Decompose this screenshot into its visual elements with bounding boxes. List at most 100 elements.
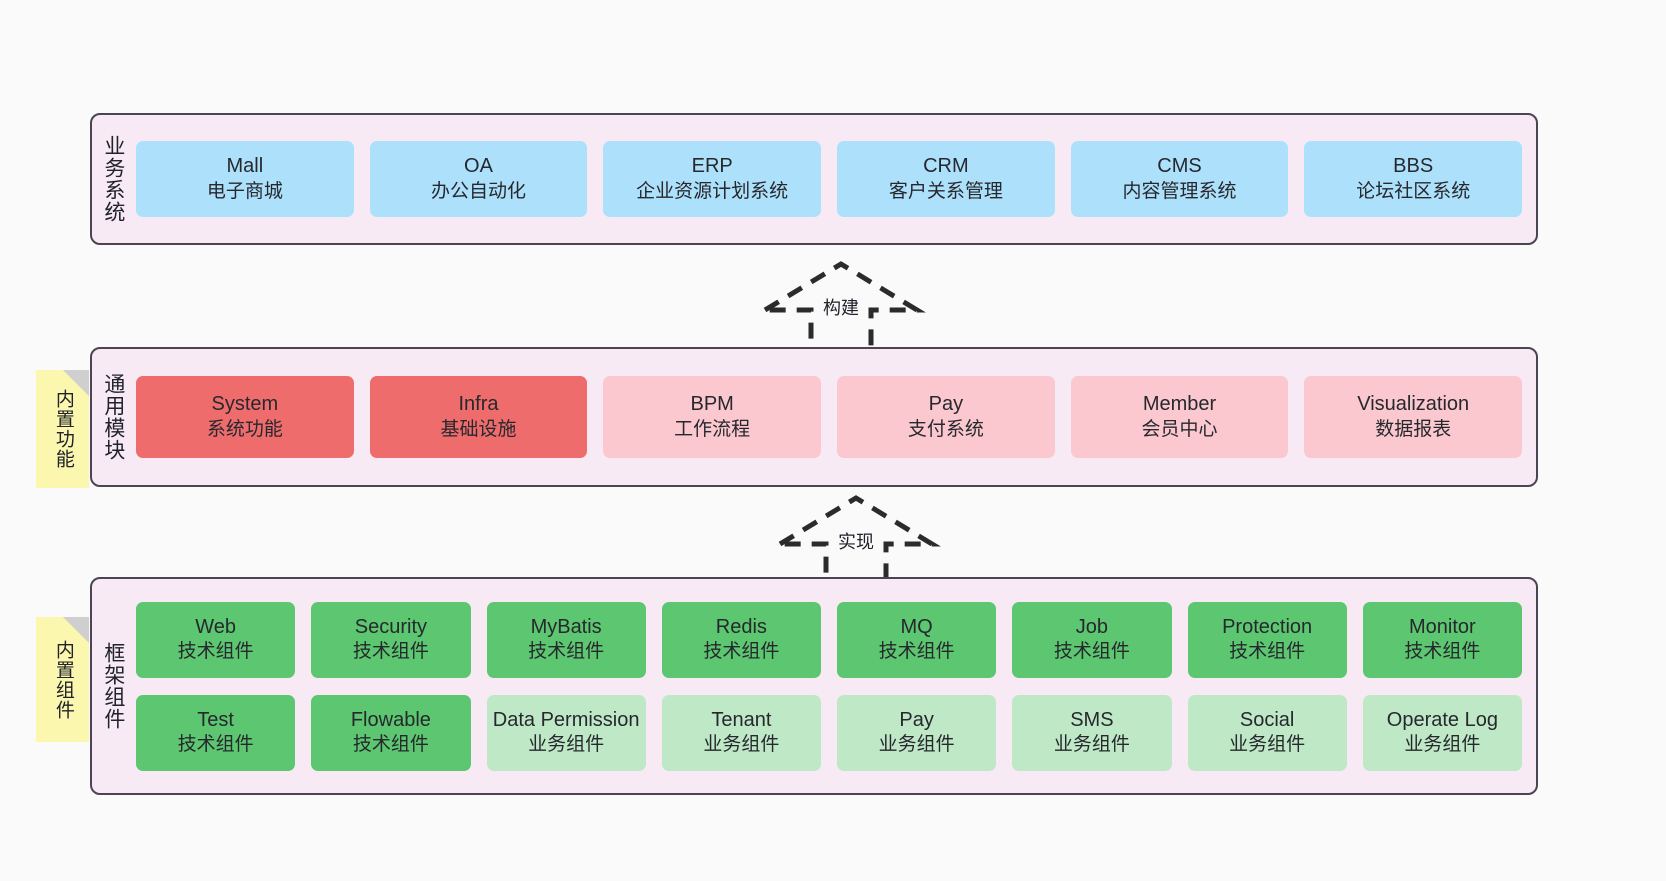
module-box-bpm[interactable]: BPM 工作流程 — [603, 376, 822, 458]
module-box-member[interactable]: Member 会员中心 — [1070, 376, 1289, 458]
module-subtitle: 基础设施 — [440, 418, 517, 440]
module-subtitle: 技术组件 — [878, 641, 955, 663]
module-title: MQ — [900, 615, 933, 638]
module-subtitle: 技术组件 — [1229, 641, 1306, 663]
module-title: Monitor — [1409, 615, 1476, 638]
module-title: ERP — [691, 155, 733, 178]
note-text: 内置功能 — [52, 389, 74, 469]
module-box-sms[interactable]: SMS 业务组件 — [1012, 694, 1172, 771]
module-box-visualization[interactable]: Visualization 数据报表 — [1304, 376, 1523, 458]
module-box-pay[interactable]: Pay 支付系统 — [837, 376, 1055, 458]
module-subtitle: 内容管理系统 — [1122, 180, 1237, 202]
module-box-data-permission[interactable]: Data Permission 业务组件 — [486, 694, 646, 771]
box-row: Mall 电子商城 OA 办公自动化 ERP 企业资源计划系统 CRM 客户关系… — [136, 141, 1523, 217]
module-title: Social — [1239, 708, 1295, 731]
module-title: Member — [1142, 393, 1217, 416]
module-box-erp[interactable]: ERP 企业资源计划系统 — [603, 141, 822, 217]
box-row: Test 技术组件 Flowable 技术组件 Data Permission … — [136, 694, 1522, 771]
note-fold-corner-icon — [63, 370, 89, 396]
module-box-monitor[interactable]: Monitor 技术组件 — [1362, 601, 1522, 678]
module-title: CMS — [1157, 155, 1202, 178]
note-builtin-components: 内置组件 — [36, 617, 89, 742]
arrow-label-build: 构建 — [823, 298, 859, 318]
module-box-web[interactable]: Web 技术组件 — [136, 601, 296, 678]
module-subtitle: 技术组件 — [1053, 641, 1130, 663]
module-subtitle: 支付系统 — [907, 418, 984, 440]
module-title: SMS — [1070, 708, 1114, 731]
module-title: Mall — [226, 155, 264, 178]
module-box-mall[interactable]: Mall 电子商城 — [136, 141, 354, 217]
module-subtitle: 电子商城 — [206, 180, 283, 202]
module-box-tenant[interactable]: Tenant 业务组件 — [661, 694, 821, 771]
note-fold-corner-icon — [63, 617, 89, 643]
layer-body-frame: Web 技术组件 Security 技术组件 MyBatis 技术组件 Redi… — [134, 579, 1536, 793]
module-subtitle: 业务组件 — [1053, 734, 1130, 756]
arrow-implement: 实现 — [771, 492, 941, 596]
module-box-bbs[interactable]: BBS 论坛社区系统 — [1304, 141, 1523, 217]
module-box-infra[interactable]: Infra 基础设施 — [369, 376, 588, 458]
layer-business-systems: 业务系统 Mall 电子商城 OA 办公自动化 ERP 企业资源计划系统 CRM… — [90, 113, 1538, 245]
module-title: Tenant — [711, 708, 772, 731]
module-title: Visualization — [1357, 393, 1470, 416]
module-box-operate-log[interactable]: Operate Log 业务组件 — [1362, 694, 1522, 771]
module-subtitle: 业务组件 — [1229, 734, 1306, 756]
module-box-oa[interactable]: OA 办公自动化 — [369, 141, 588, 217]
layer-body-business: Mall 电子商城 OA 办公自动化 ERP 企业资源计划系统 CRM 客户关系… — [134, 115, 1536, 243]
layer-title-frame: 框架组件 — [101, 642, 125, 730]
dashed-arrow-up-icon — [756, 261, 926, 361]
module-subtitle: 技术组件 — [1404, 641, 1481, 663]
arrow-build: 构建 — [756, 258, 926, 362]
module-subtitle: 客户关系管理 — [888, 180, 1003, 202]
module-title: Infra — [458, 393, 499, 416]
module-box-crm[interactable]: CRM 客户关系管理 — [837, 141, 1055, 217]
module-title: CRM — [923, 155, 969, 178]
module-box-mybatis[interactable]: MyBatis 技术组件 — [486, 601, 646, 678]
module-subtitle: 会员中心 — [1141, 418, 1218, 440]
module-subtitle: 技术组件 — [528, 641, 605, 663]
module-subtitle: 技术组件 — [177, 734, 254, 756]
module-box-job[interactable]: Job 技术组件 — [1012, 601, 1172, 678]
module-box-social[interactable]: Social 业务组件 — [1187, 694, 1347, 771]
module-box-security[interactable]: Security 技术组件 — [311, 601, 471, 678]
module-title: Redis — [715, 615, 767, 638]
module-subtitle: 技术组件 — [352, 641, 429, 663]
module-subtitle: 工作流程 — [674, 418, 751, 440]
module-title: Pay — [899, 708, 934, 731]
module-title: Operate Log — [1386, 708, 1498, 731]
module-subtitle: 技术组件 — [703, 641, 780, 663]
module-title: Flowable — [350, 708, 431, 731]
module-box-test[interactable]: Test 技术组件 — [136, 694, 296, 771]
module-subtitle: 业务组件 — [1404, 734, 1481, 756]
module-title: Security — [354, 615, 427, 638]
layer-title-business: 业务系统 — [101, 135, 125, 223]
box-row: Web 技术组件 Security 技术组件 MyBatis 技术组件 Redi… — [136, 601, 1522, 678]
module-subtitle: 企业资源计划系统 — [636, 180, 789, 202]
arrow-label-implement: 实现 — [838, 532, 874, 552]
module-box-flowable[interactable]: Flowable 技术组件 — [311, 694, 471, 771]
module-title: BPM — [690, 393, 734, 416]
module-title: BBS — [1393, 155, 1434, 178]
layer-body-common: System 系统功能 Infra 基础设施 BPM 工作流程 Pay 支付系统… — [134, 349, 1536, 485]
module-box-cms[interactable]: CMS 内容管理系统 — [1070, 141, 1289, 217]
layer-title-common: 通用模块 — [101, 373, 125, 461]
module-title: Pay — [928, 393, 964, 416]
module-title: Protection — [1222, 615, 1313, 638]
dashed-arrow-up-icon — [771, 495, 941, 595]
module-subtitle: 技术组件 — [177, 641, 254, 663]
note-builtin-features: 内置功能 — [36, 370, 89, 488]
layer-common-modules: 通用模块 System 系统功能 Infra 基础设施 BPM 工作流程 Pay… — [90, 347, 1538, 487]
module-subtitle: 技术组件 — [352, 734, 429, 756]
module-subtitle: 业务组件 — [528, 734, 605, 756]
module-box-system[interactable]: System 系统功能 — [136, 376, 354, 458]
module-box-mq[interactable]: MQ 技术组件 — [837, 601, 997, 678]
module-subtitle: 数据报表 — [1375, 418, 1452, 440]
module-subtitle: 业务组件 — [703, 734, 780, 756]
module-title: Web — [195, 615, 236, 638]
module-subtitle: 办公自动化 — [431, 180, 527, 202]
module-box-pay-business[interactable]: Pay 业务组件 — [837, 694, 997, 771]
module-box-redis[interactable]: Redis 技术组件 — [661, 601, 821, 678]
module-subtitle: 系统功能 — [206, 418, 283, 440]
module-box-protection[interactable]: Protection 技术组件 — [1187, 601, 1347, 678]
module-title: Data Permission — [492, 708, 640, 731]
